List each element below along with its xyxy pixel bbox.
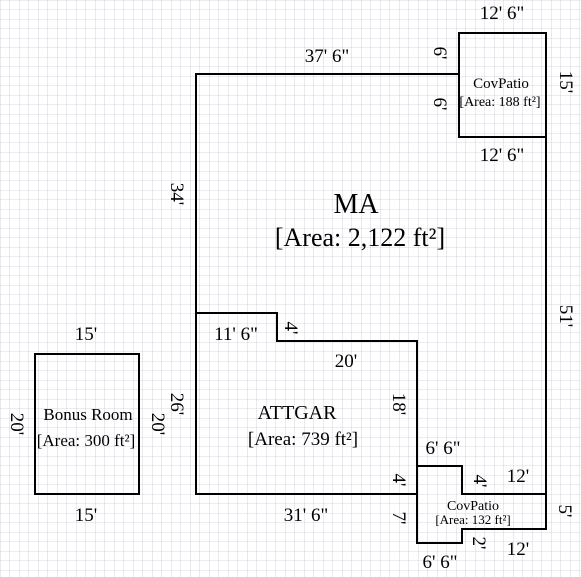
dim-bonus-right: 20' [147, 413, 168, 435]
cov-patio-top-area: [Area: 188 ft²] [459, 95, 540, 110]
bonus-room-area: [Area: 300 ft²] [37, 431, 136, 450]
dim-garage-bottom: 31' 6" [284, 505, 328, 526]
dim-patio-bottom-lower-step: 2' [468, 537, 489, 550]
cov-patio-bottom-shape [416, 465, 547, 544]
dim-patio-bottom-right: 5' [554, 505, 575, 518]
dim-patio-bottom-top: 6' 6" [426, 438, 461, 459]
dim-garage-step-width: 20' [335, 351, 357, 372]
cov-patio-top-name: CovPatio [473, 76, 529, 92]
dim-ma-notch-upper: 6' [429, 47, 450, 60]
dim-garage-left: 26' [166, 393, 187, 415]
ma-room-area: [Area: 2,122 ft²] [275, 223, 445, 252]
dim-ma-notch-lower: 6' [429, 98, 450, 111]
dim-patio-bottom-step: 4' [469, 475, 490, 488]
bonus-room-shape [34, 353, 140, 495]
dim-ma-right: 51' [555, 305, 576, 327]
dim-patio-top-bottom: 12' 6" [480, 145, 524, 166]
dim-ma-left: 34' [166, 183, 187, 205]
dim-garage-right: 18' [388, 393, 409, 415]
dim-garage-notch-height: 4' [280, 322, 301, 335]
dim-garage-notch-width: 11' 6" [214, 324, 258, 345]
bonus-room-name: Bonus Room [43, 405, 132, 424]
attgar-room-shape [195, 312, 418, 495]
ma-room-name: MA [333, 189, 379, 220]
attgar-room-area: [Area: 739 ft²] [248, 429, 358, 450]
cov-patio-top-shape [458, 32, 547, 138]
cov-patio-bottom-name: CovPatio [447, 499, 499, 514]
dim-ma-top: 37' 6" [305, 46, 349, 67]
dim-patio-bottom-left: 7' [388, 512, 409, 525]
dim-garage-lower-right: 4' [388, 474, 409, 487]
dim-bonus-bottom: 15' [75, 505, 97, 526]
dim-patio-bottom-bottom: 6' 6" [423, 552, 458, 573]
dim-patio-top-top: 12' 6" [480, 3, 524, 24]
attgar-room-name: ATTGAR [258, 402, 338, 424]
dim-bonus-top: 15' [75, 324, 97, 345]
dim-patio-top-right: 15' [555, 71, 576, 93]
dim-patio-bottom-upper-right: 12' [507, 466, 529, 487]
dim-bonus-left: 20' [6, 413, 27, 435]
dim-patio-bottom-lower-right: 12' [507, 539, 529, 560]
cov-patio-bottom-area: [Area: 132 ft²] [435, 512, 510, 527]
